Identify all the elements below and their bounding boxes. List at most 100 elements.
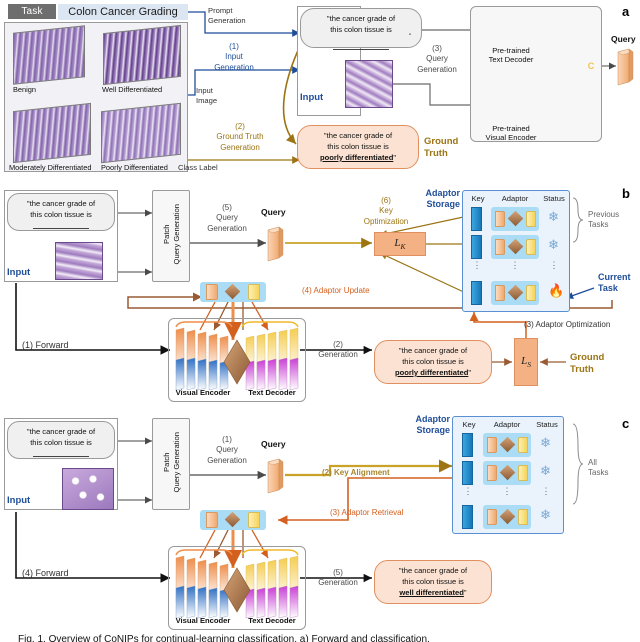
a-prompt-line2: this colon tissue is [330,25,392,34]
b-active-adaptor-diamond [224,283,241,300]
b-model-box [168,318,306,402]
b-brace-decoder [241,321,299,328]
c-storage-header-status: Status [536,420,558,429]
b-adaptor-right-1 [526,211,536,227]
c-prompt-line1: "the cancer grade of [26,427,96,436]
b-adaptor-diamond-4 [507,284,524,301]
b-connector-adaptor-optimization [469,312,527,340]
c-storage-title: Adaptor Storage [415,414,451,436]
class-label-well: Well Differentiated [102,85,163,94]
c-active-adaptor-left [206,512,218,528]
c-adaptor-diamond-2 [499,464,516,481]
b-adaptor-row-1 [491,207,539,231]
c-adaptor-diamond-4 [499,508,516,525]
b-storage-header-adaptor: Adaptor [501,194,529,203]
c-adaptor-right-2 [518,465,528,481]
c-brace-encoder [175,549,233,556]
step-label-b1: (1) Forward [22,340,69,350]
c-adaptor-right-1 [518,437,528,453]
b-sem-loss-sub: S [527,360,531,370]
c-text-decoder-label: Text Decoder [248,616,296,625]
c-brace-decoder [241,549,299,556]
c-status-frozen-icon-1: ❄ [540,435,551,450]
b-gen-line2: this colon tissue is [402,357,464,366]
c-key-icon-4 [462,505,473,529]
a-prompt-box: "the cancer grade of this colon tissue i… [300,8,422,51]
b-text-decoder-layers [245,327,299,391]
b-key-icon-4 [471,281,482,305]
b-key-loss-symbol: L [394,236,401,249]
step-label-b6: (6) Key Optimization [363,196,409,226]
c-adaptor-left-1 [487,437,497,453]
step-label-c2: (2) Key Alignment [322,468,390,477]
step-label-b4: (4) Adaptor Update [302,286,370,295]
c-key-icon-2 [462,461,473,485]
step-label-c5: (5) Generation [318,568,358,588]
b-adaptor-left-1 [495,211,505,227]
c-all-tasks-label: All Tasks [588,458,609,477]
b-query-label: Query [261,207,286,217]
a-prompt-quote: " [408,34,411,40]
dataset-panel: Benign Well Differentiated Moderately Di… [4,22,188,172]
b-ground-truth-label: Ground Truth [570,352,605,375]
c-gen-line1: "the cancer grade of [398,566,468,575]
c-query-bar [267,458,284,494]
c-key-ellipsis: ⋮ [463,486,473,496]
c-patch-query-generation-box: Patch Query Generation [152,418,190,510]
b-text-decoder-label: Text Decoder [248,388,296,397]
b-visual-encoder-layers [175,327,229,391]
b-visual-encoder-label: Visual Encoder [175,388,231,397]
b-brace-encoder [175,321,233,328]
b-adaptor-left-2 [495,239,505,255]
c-connector-forward [15,512,170,583]
step-label-b2: (2) Generation [318,340,358,360]
b-adaptor-right-4 [526,285,536,301]
step-label-c3: (3) Adaptor Retrieval [330,508,404,517]
b-key-icon-2 [471,235,482,259]
c-arrow-adaptor-dec2 [251,529,269,559]
step-label-a2: (2) Ground Truth Generation [216,122,264,152]
c-adaptor-right-4 [518,509,528,525]
c-adaptor-row-1 [483,433,531,457]
c-adaptor-row-2 [483,461,531,485]
figure-caption: Fig. 1. Overview of CoNIPs for continual… [18,634,430,642]
c-active-adaptor-diamond [224,511,241,528]
b-connector-forward [15,283,170,355]
b-patch-query-generation-box: Patch Query Generation [152,190,190,282]
b-adaptor-left-4 [495,285,505,301]
b-connector-key3-to-loss [379,252,469,295]
a-gt-line1: "the cancer grade of [323,131,393,140]
b-prompt-line2: this colon tissue is [30,210,92,219]
c-status-ellipsis: ⋮ [541,486,551,496]
c-visual-encoder-layers [175,555,229,619]
c-arrow-adaptor-enc1 [199,521,223,559]
a-query-bar [617,48,634,86]
b-key-ellipsis: ⋮ [472,260,482,270]
c-gen-answer: well differentiated [399,588,464,597]
a-text-decoder-label: Pre-trained Text Decoder [488,46,534,65]
wsi-stack-well [103,24,181,86]
a-input-patch-image [345,60,393,108]
c-gen-line2: this colon tissue is [402,577,464,586]
b-storage-header-status: Status [543,194,565,203]
b-sem-loss-symbol: L [521,354,528,367]
b-connector-key1-to-loss [379,215,469,237]
connector-ground-truth-generation [282,45,301,145]
b-pqg-label: Patch Query Generation [161,204,181,265]
class-label-poor: Poorly Differentiated [101,163,168,172]
c-storage-header-adaptor: Adaptor [493,420,521,429]
c-connector-key-alignment [285,459,452,477]
concat-symbol: C [587,61,595,71]
connector-prompt-generation [188,11,300,37]
c-generation-box: "the cancer grade of this colon tissue i… [374,560,492,604]
b-adaptor-diamond-1 [507,210,524,227]
wsi-stack-poor [101,102,181,164]
task-badge: Task [8,4,56,19]
panel-letter-c: c [622,416,630,431]
c-prompt-line2: this colon tissue is [30,438,92,447]
b-connector-adaptor-update [127,292,613,309]
a-query-label: Query [611,34,636,44]
b-status-fire-icon-4: 🔥 [548,283,565,298]
b-current-task-label: Current Task [598,272,631,294]
step-label-a3: (3) Query Generation [417,44,457,74]
